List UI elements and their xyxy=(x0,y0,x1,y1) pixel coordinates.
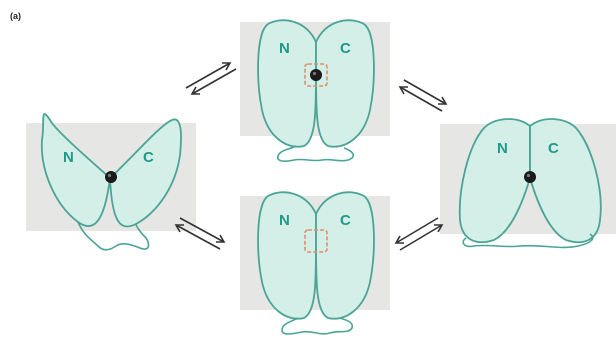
panel-label: (a) xyxy=(10,11,21,21)
ligand-highlight xyxy=(313,72,316,75)
c-lobe-label: C xyxy=(548,140,559,157)
ligand xyxy=(524,171,536,183)
ligand xyxy=(105,171,117,183)
terminal-loop xyxy=(278,146,354,161)
ligand-highlight xyxy=(108,174,111,177)
n-lobe-label: N xyxy=(279,40,290,57)
ligand xyxy=(310,69,322,81)
state-occluded-bound: N C xyxy=(240,20,390,161)
c-lobe-label: C xyxy=(143,149,154,166)
equilibrium-arrow-top-right xyxy=(400,80,446,111)
state-outward-open: N C xyxy=(26,114,196,250)
c-lobe-label: C xyxy=(340,40,351,57)
state-inward-open: N C xyxy=(440,119,616,247)
terminal-loop xyxy=(282,318,352,334)
n-lobe-label: N xyxy=(497,140,508,157)
n-lobe-label: N xyxy=(63,149,74,166)
n-lobe-label: N xyxy=(279,212,290,229)
ligand-highlight xyxy=(527,174,530,177)
equilibrium-arrow-right-bottom xyxy=(396,218,442,250)
state-occluded-empty: N C xyxy=(240,192,390,334)
c-lobe-label: C xyxy=(340,212,351,229)
equilibrium-arrow-left-top xyxy=(186,63,236,94)
